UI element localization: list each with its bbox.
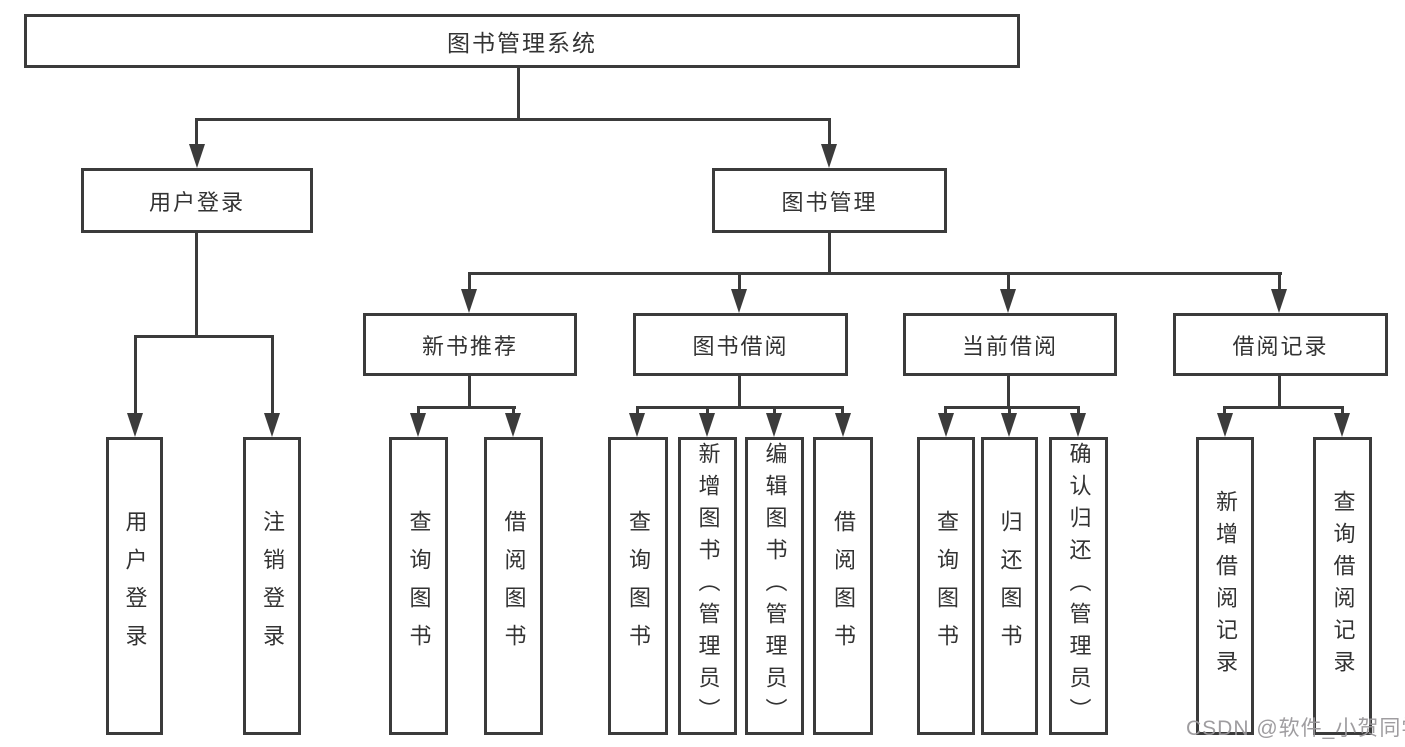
- connector-recommend-stem: [468, 376, 471, 408]
- leaf-query-borrow-record: 查询借阅记录: [1313, 437, 1372, 735]
- connector-records-split: [1223, 406, 1344, 409]
- connector-recommend-split: [417, 406, 516, 409]
- leaf-edit-books-admin: 编辑图书（管理员）: [745, 437, 804, 735]
- arrow-down-icon: [731, 289, 747, 313]
- connector-line: [841, 406, 844, 417]
- connector-line: [944, 406, 947, 417]
- connector-records-stem: [1278, 376, 1281, 408]
- connector-line: [417, 406, 420, 417]
- node-system-root: 图书管理系统: [24, 14, 1020, 68]
- node-book-management-label: 图书管理: [781, 189, 878, 215]
- arrow-down-icon: [189, 144, 205, 168]
- connector-book-mgmt-stem: [828, 233, 831, 274]
- connector-line: [1008, 406, 1011, 417]
- arrow-down-icon: [1334, 413, 1350, 437]
- leaf-query-books-current: 查询图书: [917, 437, 975, 735]
- arrow-down-icon: [1070, 413, 1086, 437]
- leaf-edit-books-admin-label: 编辑图书（管理员）: [762, 442, 788, 730]
- node-book-borrowing-label: 图书借阅: [692, 333, 789, 359]
- arrow-down-icon: [1271, 289, 1287, 313]
- leaf-add-borrow-record-label: 新增借阅记录: [1213, 490, 1238, 682]
- node-borrow-records: 借阅记录: [1173, 313, 1388, 376]
- leaf-add-books-admin: 新增图书（管理员）: [678, 437, 737, 735]
- connector-line: [738, 272, 741, 293]
- connector-current-stem: [1007, 376, 1010, 408]
- leaf-borrow-books-recommend-label: 借阅图书: [501, 510, 527, 662]
- connector-borrowing-stem: [738, 376, 741, 408]
- connector-user-login-stem: [195, 233, 198, 338]
- leaf-query-books-borrowing-label: 查询图书: [626, 510, 651, 662]
- leaf-query-books-current-label: 查询图书: [934, 510, 959, 662]
- connector-line: [1341, 406, 1344, 417]
- leaf-logout-label: 注销登录: [260, 510, 285, 662]
- connector-line: [134, 335, 137, 417]
- arrow-down-icon: [938, 413, 954, 437]
- leaf-confirm-return-admin-label: 确认归还（管理员）: [1066, 442, 1092, 730]
- connector-line: [1223, 406, 1226, 417]
- arrow-down-icon: [1217, 413, 1233, 437]
- connector-current-split: [944, 406, 1080, 409]
- node-user-login-label: 用户登录: [148, 189, 245, 215]
- arrow-down-icon: [699, 413, 715, 437]
- connector-book-mgmt-split: [468, 272, 1282, 275]
- leaf-return-books: 归还图书: [981, 437, 1038, 735]
- leaf-borrow-books-borrowing: 借阅图书: [813, 437, 873, 735]
- connector-line: [636, 406, 639, 417]
- arrow-down-icon: [264, 413, 280, 437]
- connector-root-split: [195, 118, 831, 121]
- node-new-book-recommend-label: 新书推荐: [421, 333, 518, 359]
- leaf-logout: 注销登录: [243, 437, 301, 735]
- leaf-user-login-label: 用户登录: [122, 510, 148, 662]
- leaf-add-borrow-record: 新增借阅记录: [1196, 437, 1254, 735]
- leaf-query-books-borrowing: 查询图书: [608, 437, 668, 735]
- arrow-down-icon: [766, 413, 782, 437]
- leaf-query-borrow-record-label: 查询借阅记录: [1330, 490, 1356, 682]
- connector-line: [1007, 272, 1010, 293]
- leaf-borrow-books-recommend: 借阅图书: [484, 437, 543, 735]
- connector-line: [195, 118, 198, 148]
- arrow-down-icon: [1000, 289, 1016, 313]
- connector-user-login-split: [134, 335, 274, 338]
- connector-line: [512, 406, 515, 417]
- node-current-borrowing: 当前借阅: [903, 313, 1117, 376]
- leaf-return-books-label: 归还图书: [997, 510, 1023, 662]
- connector-line: [828, 118, 831, 148]
- leaf-query-books-recommend: 查询图书: [389, 437, 448, 735]
- leaf-borrow-books-borrowing-label: 借阅图书: [831, 510, 856, 662]
- node-borrow-records-label: 借阅记录: [1232, 333, 1329, 359]
- leaf-user-login: 用户登录: [106, 437, 163, 735]
- connector-line: [706, 406, 709, 417]
- node-system-root-label: 图书管理系统: [447, 30, 597, 56]
- arrow-down-icon: [1001, 413, 1017, 437]
- node-book-management: 图书管理: [712, 168, 947, 233]
- arrow-down-icon: [821, 144, 837, 168]
- connector-line: [271, 335, 274, 417]
- node-book-borrowing: 图书借阅: [633, 313, 848, 376]
- leaf-add-books-admin-label: 新增图书（管理员）: [695, 442, 721, 730]
- connector-line: [1278, 272, 1281, 293]
- connector-root-stem: [517, 68, 520, 121]
- csdn-watermark: CSDN @软件_小贺同学: [1186, 717, 1405, 740]
- connector-borrowing-split: [636, 406, 844, 409]
- node-user-login: 用户登录: [81, 168, 313, 233]
- connector-line: [468, 272, 471, 293]
- arrow-down-icon: [629, 413, 645, 437]
- arrow-down-icon: [461, 289, 477, 313]
- leaf-confirm-return-admin: 确认归还（管理员）: [1049, 437, 1108, 735]
- connector-line: [1077, 406, 1080, 417]
- arrow-down-icon: [410, 413, 426, 437]
- arrow-down-icon: [127, 413, 143, 437]
- arrow-down-icon: [835, 413, 851, 437]
- node-current-borrowing-label: 当前借阅: [961, 333, 1058, 359]
- arrow-down-icon: [505, 413, 521, 437]
- node-new-book-recommend: 新书推荐: [363, 313, 577, 376]
- connector-line: [773, 406, 776, 417]
- leaf-query-books-recommend-label: 查询图书: [406, 510, 432, 662]
